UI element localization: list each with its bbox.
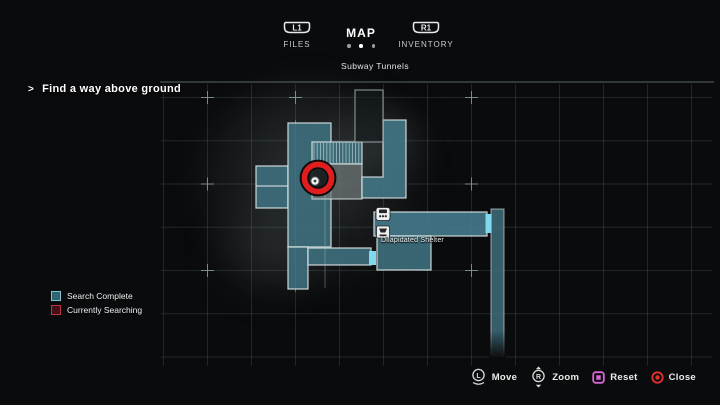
corridor-fade bbox=[489, 330, 506, 358]
currently-searching-swatch bbox=[51, 305, 61, 315]
typewriter-icon bbox=[375, 206, 391, 227]
search-complete-swatch bbox=[51, 291, 61, 301]
room-east-hall bbox=[361, 119, 407, 199]
map-legend: Search Complete Currently Searching bbox=[51, 291, 142, 319]
page-dot-active bbox=[359, 44, 363, 48]
map-rooms bbox=[255, 89, 505, 357]
room-dilapidated-shelter bbox=[373, 211, 488, 237]
tab-map: MAP bbox=[346, 26, 376, 40]
player-marker bbox=[299, 159, 337, 197]
hint-move[interactable]: L Move bbox=[470, 367, 517, 387]
grid-cross-marks bbox=[201, 91, 478, 277]
square-button-icon bbox=[592, 370, 605, 384]
tab-inventory[interactable]: INVENTORY bbox=[398, 40, 454, 49]
room-south-corridor bbox=[307, 247, 372, 266]
svg-text:L: L bbox=[476, 373, 481, 380]
left-stick-icon: L bbox=[470, 367, 487, 387]
stairs-hatching bbox=[313, 143, 360, 163]
l1-button-icon: L1 bbox=[283, 21, 311, 42]
room-unexplored bbox=[354, 89, 384, 143]
svg-text:L1: L1 bbox=[292, 24, 302, 33]
door-annex-west bbox=[369, 251, 376, 265]
control-hints: L Move R Zoom bbox=[457, 364, 696, 390]
hint-reset[interactable]: Reset bbox=[592, 370, 637, 384]
tab-files[interactable]: FILES bbox=[283, 40, 311, 49]
objective-text: > Find a way above ground bbox=[28, 83, 182, 95]
page-dot bbox=[347, 44, 351, 48]
map-page-indicator bbox=[347, 44, 375, 48]
r1-button-icon: R1 bbox=[412, 21, 440, 42]
room-west-corridor bbox=[255, 165, 289, 209]
hint-zoom[interactable]: R Zoom bbox=[530, 366, 579, 388]
location-label: Dilapidated Shelter bbox=[381, 237, 444, 244]
map-doors bbox=[369, 214, 492, 265]
page-dot bbox=[371, 44, 375, 48]
hint-close[interactable]: Close bbox=[651, 370, 696, 384]
right-stick-icon: R bbox=[530, 366, 547, 388]
item-box-icon bbox=[375, 224, 391, 245]
svg-text:R1: R1 bbox=[421, 24, 432, 33]
legend-item-search-complete: Search Complete bbox=[51, 291, 142, 301]
door-shelter-east bbox=[485, 214, 492, 233]
room-shelter-annex bbox=[376, 235, 432, 271]
svg-text:R: R bbox=[536, 374, 541, 381]
circle-button-icon bbox=[651, 370, 664, 384]
map-area-title: Subway Tunnels bbox=[341, 61, 409, 71]
room-lower-passage bbox=[287, 246, 309, 290]
chevron-icon: > bbox=[28, 83, 35, 95]
legend-item-currently-searching: Currently Searching bbox=[51, 305, 142, 315]
